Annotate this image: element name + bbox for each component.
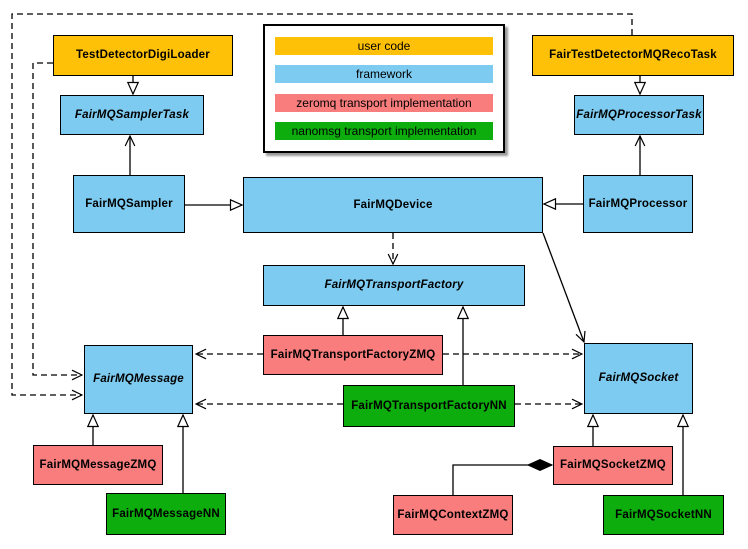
node-fairmq-message-zmq: FairMQMessageZMQ xyxy=(33,445,163,485)
legend-item-user-code: user code xyxy=(275,37,493,55)
node-fairmq-transport-factory-nn: FairMQTransportFactoryNN xyxy=(343,385,515,427)
legend-item-framework: framework xyxy=(275,65,493,84)
node-fair-test-detector-mq-reco-task: FairTestDetectorMQRecoTask xyxy=(532,35,734,76)
edge-digiloader-message xyxy=(32,62,82,375)
node-fairmq-message-nn: FairMQMessageNN xyxy=(106,493,226,535)
edge-contextzmq-socketzmq xyxy=(452,465,552,495)
node-fairmq-transport-factory-zmq: FairMQTransportFactoryZMQ xyxy=(263,335,443,375)
legend-item-nanomsg: nanomsg transport implementation xyxy=(275,121,493,140)
node-fairmq-transport-factory: FairMQTransportFactory xyxy=(263,265,525,306)
node-fairmq-socket: FairMQSocket xyxy=(584,343,693,414)
edge-recotask-message xyxy=(11,13,633,395)
node-fairmq-device: FairMQDevice xyxy=(243,177,543,233)
node-fairmq-sampler-task: FairMQSamplerTask xyxy=(60,95,204,135)
legend-item-zeromq: zeromq transport implementation xyxy=(275,93,493,112)
node-fairmq-processor: FairMQProcessor xyxy=(583,175,693,233)
node-fairmq-message: FairMQMessage xyxy=(84,345,193,414)
node-test-detector-digi-loader: TestDetectorDigiLoader xyxy=(53,35,233,76)
node-fairmq-socket-nn: FairMQSocketNN xyxy=(603,495,724,535)
node-fairmq-sampler: FairMQSampler xyxy=(73,175,185,233)
edge-device-socket xyxy=(542,232,584,342)
legend: user code framework zeromq transport imp… xyxy=(263,24,505,153)
node-fairmq-processor-task: FairMQProcessorTask xyxy=(574,95,704,135)
node-fairmq-context-zmq: FairMQContextZMQ xyxy=(393,495,513,535)
node-fairmq-socket-zmq: FairMQSocketZMQ xyxy=(553,446,673,485)
